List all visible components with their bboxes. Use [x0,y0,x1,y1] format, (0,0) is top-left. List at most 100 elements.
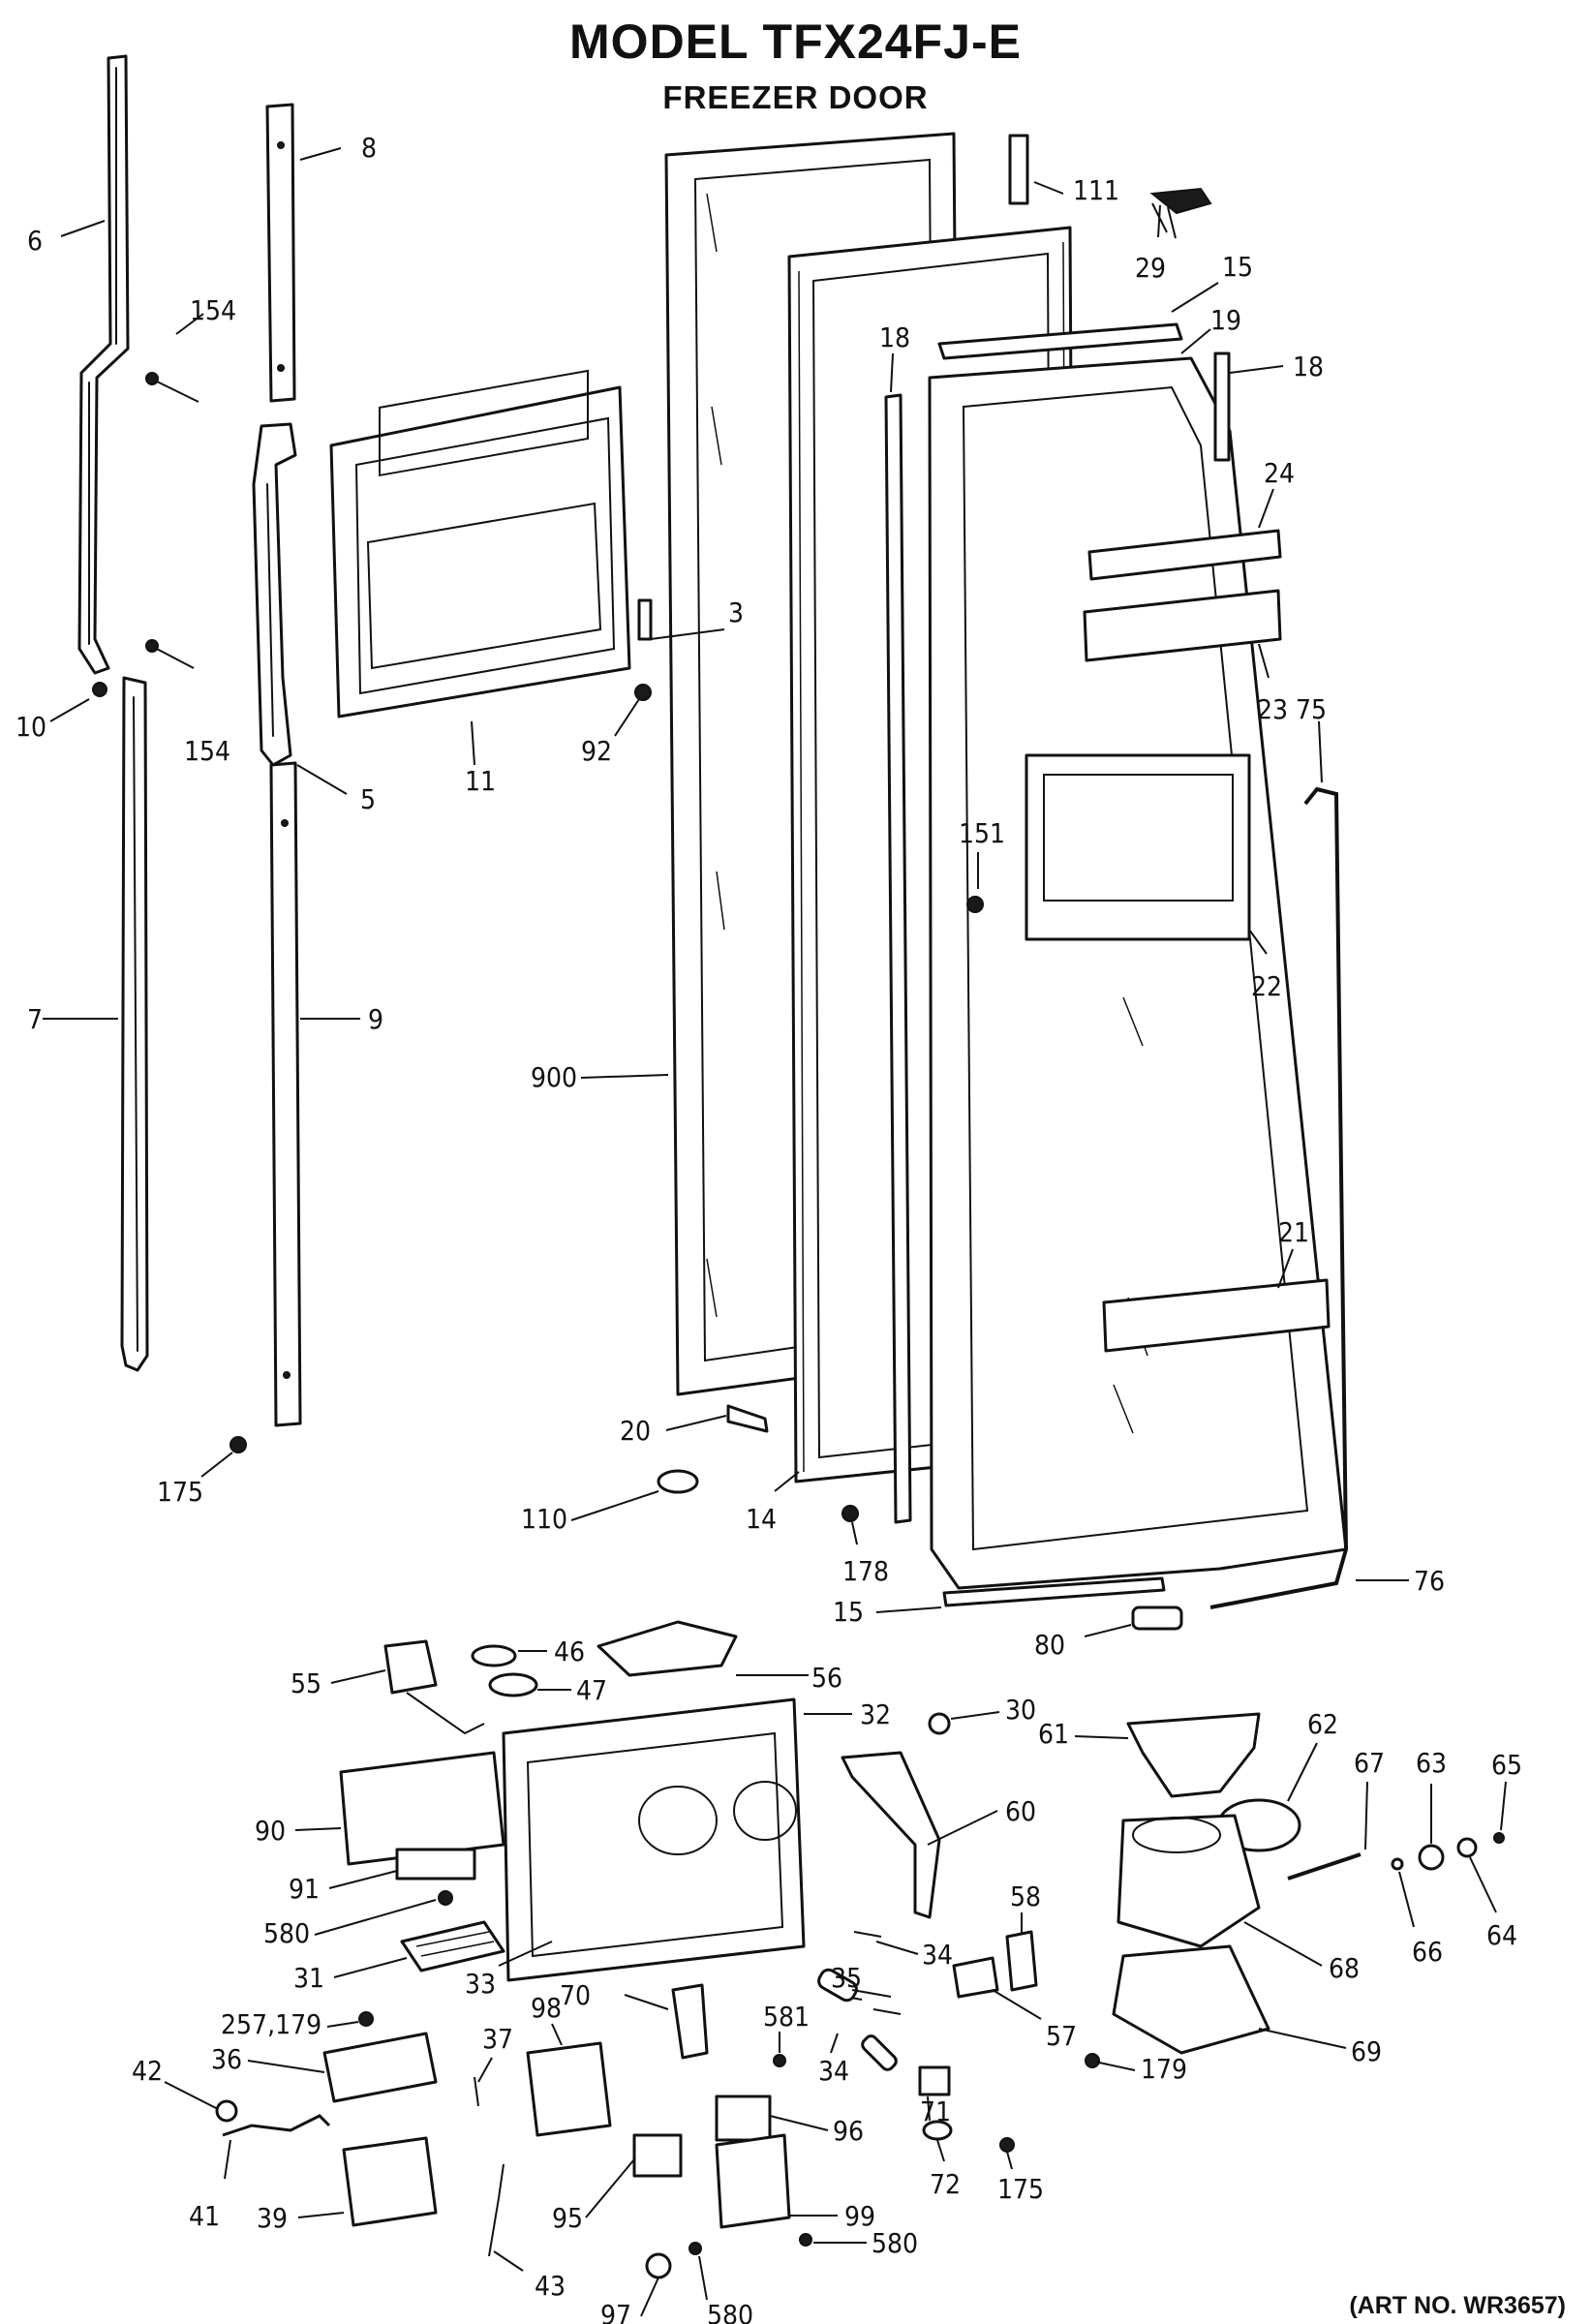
callout-96: 96 [833,2115,864,2147]
callout-20: 20 [620,1415,651,1447]
callout-11: 11 [465,765,496,797]
callout-41: 41 [189,2200,220,2232]
part-37-clip [474,2076,479,2107]
callout-91: 91 [289,1873,320,1905]
callout-30: 30 [1005,1694,1036,1726]
callout-154b: 154 [184,735,230,767]
part-24-shelf-bar [1087,529,1282,581]
part-95-valve [632,2133,683,2178]
callout-98: 98 [531,1992,562,2024]
callout-9: 9 [368,1003,383,1035]
callout-151: 151 [959,817,1005,849]
callout-8: 8 [361,132,377,164]
callout-72: 72 [930,2168,961,2200]
callout-35: 35 [831,1962,862,1994]
part-92-nut [634,684,652,701]
inner-door-liner [928,356,1348,1590]
callout-61: 61 [1038,1718,1069,1750]
part-154-screw-upper [145,372,199,403]
callout-92: 92 [581,735,612,767]
part-42-bumper [215,2099,238,2123]
callout-179: 179 [1141,2053,1187,2085]
callout-43: 43 [535,2270,566,2302]
part-581-screw [773,2054,786,2067]
part-91-bracket [395,1848,476,1881]
callout-65: 65 [1491,1749,1522,1781]
callout-80: 80 [1034,1629,1065,1661]
part-34-springs [817,1931,902,2071]
callout-66: 66 [1412,1936,1443,1968]
part-3-bracket [637,598,653,641]
callout-32: 32 [860,1698,891,1730]
callout-19: 19 [1210,304,1241,336]
callout-23: 23 [1257,693,1288,725]
callout-24: 24 [1264,457,1295,489]
part-179-screw [1085,2053,1100,2068]
part-69-tray [1112,1944,1270,2055]
callout-57: 57 [1046,2020,1077,2052]
part-18-right-strip [1213,352,1231,462]
part-15-bottom-bar [942,1576,1166,1607]
callout-257-179: 257,179 [221,2008,321,2040]
part-154-screw-lower [145,639,195,669]
part-39-box [342,2136,438,2227]
part-90-panel [339,1751,505,1866]
part-175-screw [229,1436,247,1453]
callout-14: 14 [746,1503,777,1535]
callout-42: 42 [132,2055,163,2087]
part-41-wire [222,2114,331,2137]
callout-46: 46 [554,1636,585,1667]
callout-900: 900 [531,1061,577,1093]
part-11-recess-panel [329,369,631,719]
part-58-hinge [1005,1930,1038,1992]
part-63-66-65-64-fittings [1391,1832,1505,1871]
part-580-screw-upper [438,1890,453,1906]
part-22-dispenser-panel [1025,753,1251,941]
part-111-tube [1008,134,1029,205]
callout-70: 70 [560,1979,591,2011]
part-257-179-screw [358,2011,374,2027]
part-7-lower-trim [120,676,149,1372]
callout-47: 47 [576,1674,607,1706]
part-21-shelf-bar [1102,1278,1331,1353]
callout-62: 62 [1307,1708,1338,1740]
callout-34b: 34 [818,2055,849,2087]
callout-56: 56 [811,1662,842,1694]
callout-67: 67 [1354,1747,1385,1779]
part-80-connector [1131,1605,1183,1631]
diagram-title: MODEL TFX24FJ-E [569,15,1022,69]
callout-22: 22 [1251,970,1282,1002]
part-71-block [918,2065,951,2096]
callout-63: 63 [1416,1747,1447,1779]
callout-37: 37 [482,2023,513,2055]
part-55-switch [383,1639,485,1735]
part-30-clip [928,1712,951,1735]
callout-71: 71 [920,2095,951,2127]
part-178-screw [841,1505,859,1522]
callout-99: 99 [844,2200,875,2232]
callout-64: 64 [1486,1919,1517,1951]
part-110-cap [657,1469,699,1494]
callout-29: 29 [1135,252,1166,284]
callout-68: 68 [1329,1952,1360,1984]
part-68-chute-housing [1117,1814,1261,1948]
callout-10: 10 [15,711,46,743]
part-9-handle-cap-lower [269,761,302,1427]
part-97-knob [645,2252,672,2279]
callout-110: 110 [521,1503,567,1535]
part-36-plate [322,2032,438,2103]
callout-5: 5 [360,783,376,815]
callout-95: 95 [552,2202,583,2234]
callout-3: 3 [728,596,744,628]
callout-33: 33 [465,1968,496,2000]
part-23-shelf-bar [1083,589,1282,662]
part-6-upper-trim [77,54,130,675]
part-10-screw [92,682,107,697]
callout-18a: 18 [879,321,910,353]
callout-18b: 18 [1293,351,1324,382]
callout-15b: 15 [833,1596,864,1628]
part-75-76-tube [1209,786,1349,1609]
callout-175b: 175 [997,2173,1044,2205]
callout-69: 69 [1351,2035,1382,2067]
